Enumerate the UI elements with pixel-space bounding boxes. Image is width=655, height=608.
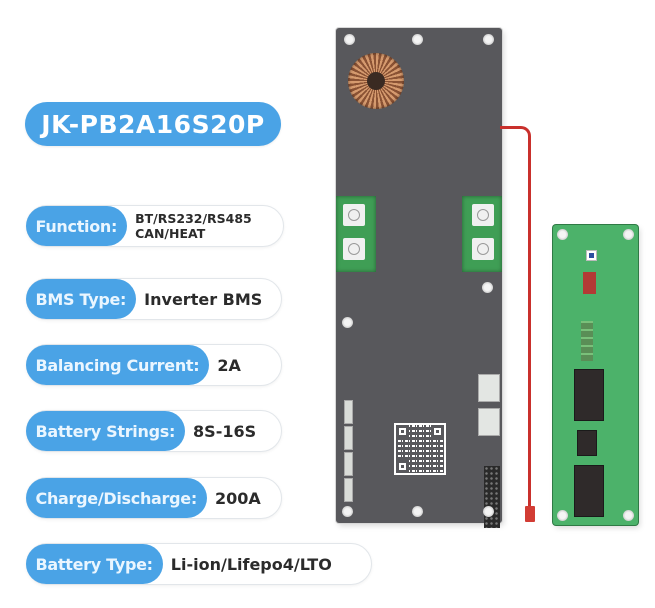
spec-value: Li-ion/Lifepo4/LTO [170,554,332,574]
spec-label: Battery Strings: [25,411,186,451]
communication-board-image [553,225,638,525]
mount-hole-icon [483,506,494,517]
mount-hole-icon [482,282,493,293]
spec-value: 8S-16S [193,421,257,441]
mount-hole-icon [342,506,353,517]
terminal-strip-icon [581,321,593,361]
mount-hole-icon [412,34,423,45]
red-cable-icon [500,126,531,510]
rj45-port-icon [574,465,604,517]
mount-hole-icon [483,34,494,45]
mount-hole-icon [412,506,423,517]
spec-function: Function: BT/RS232/RS485 CAN/HEAT [25,205,284,247]
spec-battery-strings: Battery Strings: 8S-16S [25,410,282,452]
mount-hole-icon [557,510,568,521]
spec-charge-discharge: Charge/Discharge: 200A [25,477,282,519]
screw-terminal-icon [472,238,494,260]
mount-hole-icon [342,317,353,328]
screw-terminal-icon [343,238,365,260]
port-connector-icon [478,408,500,436]
qr-code-icon [394,423,446,475]
spec-label: Battery Type: [25,544,163,584]
terminal-block-left [336,196,376,272]
spec-value: Inverter BMS [144,289,263,309]
dip-switch-icon [583,272,596,294]
spec-label: Function: [25,206,128,246]
spec-label: Balancing Current: [25,345,210,385]
spec-label: Charge/Discharge: [25,478,207,518]
balance-connector-icon [344,478,353,502]
spec-balancing-current: Balancing Current: 2A [25,344,282,386]
rj45-port-icon [574,369,604,421]
spec-bms-type: BMS Type: Inverter BMS [25,278,282,320]
spec-value: BT/RS232/RS485 CAN/HEAT [135,211,252,241]
led-icon [586,250,597,261]
model-title: JK-PB2A16S20P [25,102,281,146]
balance-connector-icon [344,426,353,450]
spec-value: 200A [214,488,261,508]
balance-connector-icon [344,400,353,424]
port-connector-icon [478,374,500,402]
terminal-block-right [462,196,502,272]
cable-plug-icon [525,506,535,522]
screw-terminal-icon [343,204,365,226]
spec-battery-type: Battery Type: Li-ion/Lifepo4/LTO [25,543,372,585]
bms-main-board-image [336,28,502,528]
balance-connector-icon [344,452,353,476]
rj11-port-icon [577,430,597,456]
toroid-inductor-icon [348,53,404,109]
mount-hole-icon [557,229,568,240]
spec-label: BMS Type: [25,279,137,319]
mount-hole-icon [344,34,355,45]
spec-value: 2A [217,355,241,375]
pin-header-icon [484,466,500,528]
screw-terminal-icon [472,204,494,226]
mount-hole-icon [623,510,634,521]
mount-hole-icon [623,229,634,240]
